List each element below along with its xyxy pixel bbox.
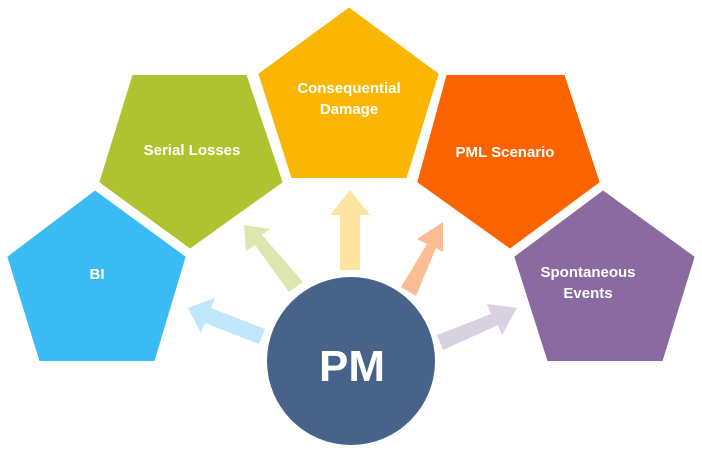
pentagon-pml-scenario [413,71,604,253]
pentagon-consequential-damage [254,3,443,182]
label-spontaneous-events: Spontaneous Events [540,264,636,302]
label-bi: BI [89,266,105,283]
arrow-to-consequential-damage [330,190,370,270]
pentagon-bi [3,186,190,365]
arrow-to-pml-scenario [401,222,443,296]
pentagon-serial-losses [95,71,287,253]
arrow-to-serial-losses [244,225,303,292]
arrow-to-bi [188,298,265,344]
center-circle [267,277,435,445]
arrow-to-spontaneous-events [437,304,517,350]
center-label: PM [319,342,385,391]
label-consequential-damage: Consequential Damage [297,80,401,118]
label-serial-losses: Serial Losses [143,142,241,159]
label-pml-scenario: PML Scenario [455,144,555,161]
pentagon-spontaneous-events [510,186,699,365]
